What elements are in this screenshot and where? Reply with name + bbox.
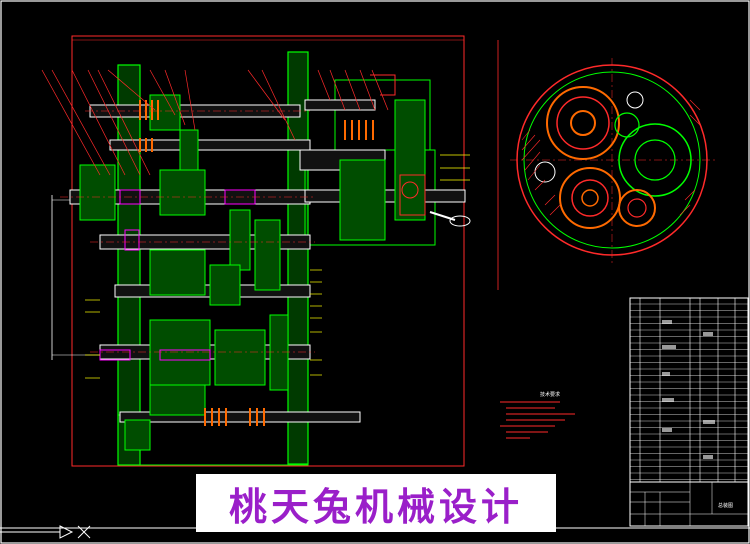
gear-a <box>79 164 116 221</box>
main-view <box>41 35 471 467</box>
leader-lines-right <box>85 154 470 379</box>
gear-h <box>209 264 241 306</box>
parts-list-cells <box>662 320 715 459</box>
gear-e <box>229 209 251 271</box>
tech-req-lines <box>500 401 575 439</box>
corner-arrow-marks <box>0 525 91 539</box>
watermark-banner: 桃天兔机械设计 <box>196 474 556 532</box>
gear-m <box>124 419 151 451</box>
main-view-outline <box>71 35 465 467</box>
gear-k <box>269 314 289 391</box>
technical-requirements: 技术要求 <box>500 391 575 439</box>
handle <box>429 211 471 227</box>
side-hatching <box>521 99 701 216</box>
housing-left-wall <box>117 64 141 466</box>
gear-n <box>339 159 386 241</box>
gear-j <box>214 329 266 386</box>
right-red-details <box>370 74 426 216</box>
springs <box>139 100 374 426</box>
tech-req-title: 技术要求 <box>540 391 560 398</box>
parts-list: 总装图 <box>629 297 749 527</box>
parts-list-rows <box>630 303 748 480</box>
drawing-name: 总装图 <box>718 502 733 509</box>
gear-i <box>149 319 211 386</box>
gear-d <box>159 169 206 216</box>
title-block-grid <box>630 482 748 526</box>
side-view <box>497 40 715 290</box>
watermark-text: 桃天兔机械设计 <box>228 484 523 529</box>
shaft-7 <box>119 411 361 423</box>
parts-list-columns <box>639 298 736 482</box>
side-inner-circle <box>523 71 701 249</box>
gear-o <box>394 99 426 221</box>
leader-lines-top <box>41 69 389 176</box>
center-lines <box>60 110 315 353</box>
gear-g <box>149 249 206 296</box>
gear-l <box>149 384 206 416</box>
gear-b <box>149 94 181 131</box>
gear-f <box>254 219 281 291</box>
shaft-8 <box>304 99 376 111</box>
title-block <box>629 481 749 527</box>
side-gears <box>534 86 692 229</box>
